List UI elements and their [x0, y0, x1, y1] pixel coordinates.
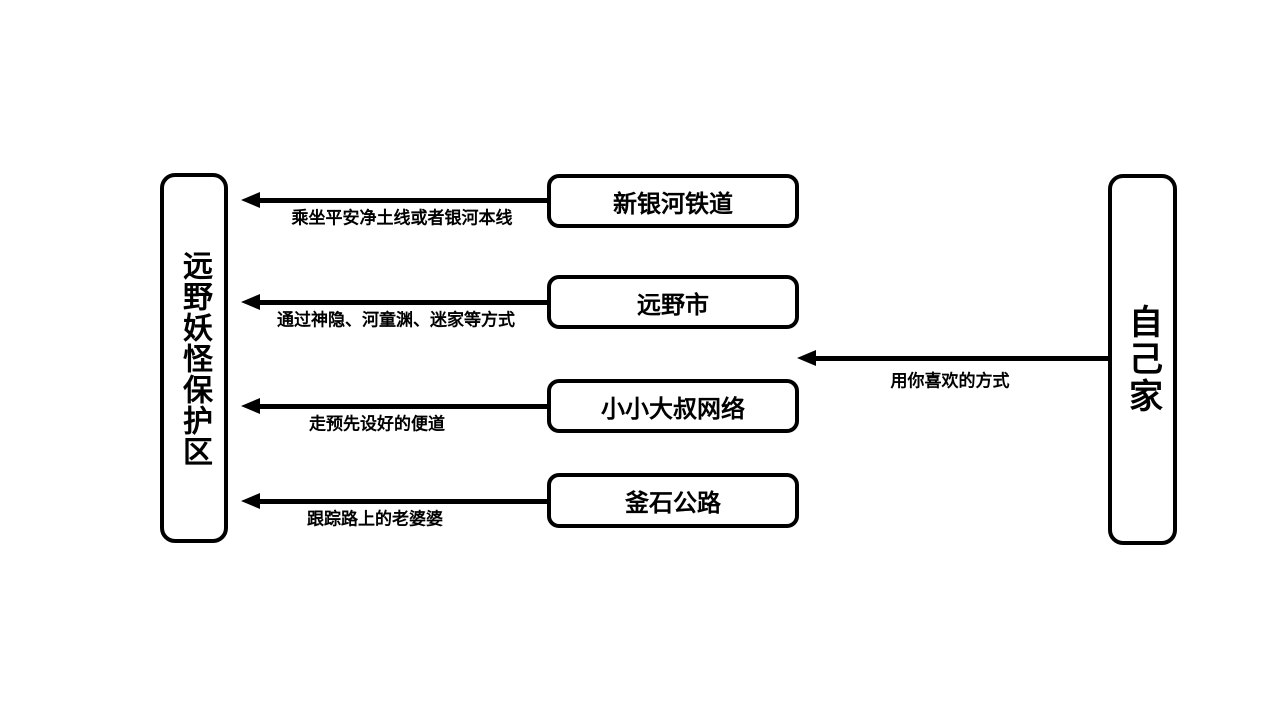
via-box-railway: 新银河铁道	[547, 174, 799, 228]
via-box-label: 新银河铁道	[613, 189, 733, 218]
arrow-route-direct	[813, 356, 1110, 361]
arrow-route-highway	[257, 499, 549, 504]
arrowhead-left-icon	[241, 294, 260, 310]
destination-box: 远野妖怪保护区	[160, 173, 228, 543]
direct-route-method-label: 用你喜欢的方式	[890, 371, 1010, 392]
arrowhead-left-icon	[797, 350, 816, 366]
route-method-label: 乘坐平安净土线或者银河本线	[291, 208, 513, 229]
destination-label: 远野妖怪保护区	[177, 249, 212, 467]
via-box-network: 小小大叔网络	[547, 379, 799, 433]
route-method-label: 跟踪路上的老婆婆	[307, 509, 443, 530]
origin-label: 自己家	[1122, 304, 1163, 415]
via-box-city: 远野市	[547, 275, 799, 329]
arrowhead-left-icon	[241, 398, 260, 414]
arrow-route-city	[257, 300, 549, 305]
origin-box: 自己家	[1108, 174, 1177, 545]
via-box-label: 小小大叔网络	[601, 394, 745, 423]
route-method-label: 走预先设好的便道	[309, 414, 445, 435]
arrowhead-left-icon	[241, 493, 260, 509]
via-box-label: 远野市	[637, 290, 709, 319]
arrowhead-left-icon	[241, 192, 260, 208]
via-box-highway: 釜石公路	[547, 473, 799, 528]
via-box-label: 釜石公路	[625, 489, 721, 517]
route-method-label: 通过神隐、河童渊、迷家等方式	[277, 310, 515, 331]
arrow-route-railway	[257, 198, 549, 203]
arrow-route-network	[257, 404, 549, 409]
